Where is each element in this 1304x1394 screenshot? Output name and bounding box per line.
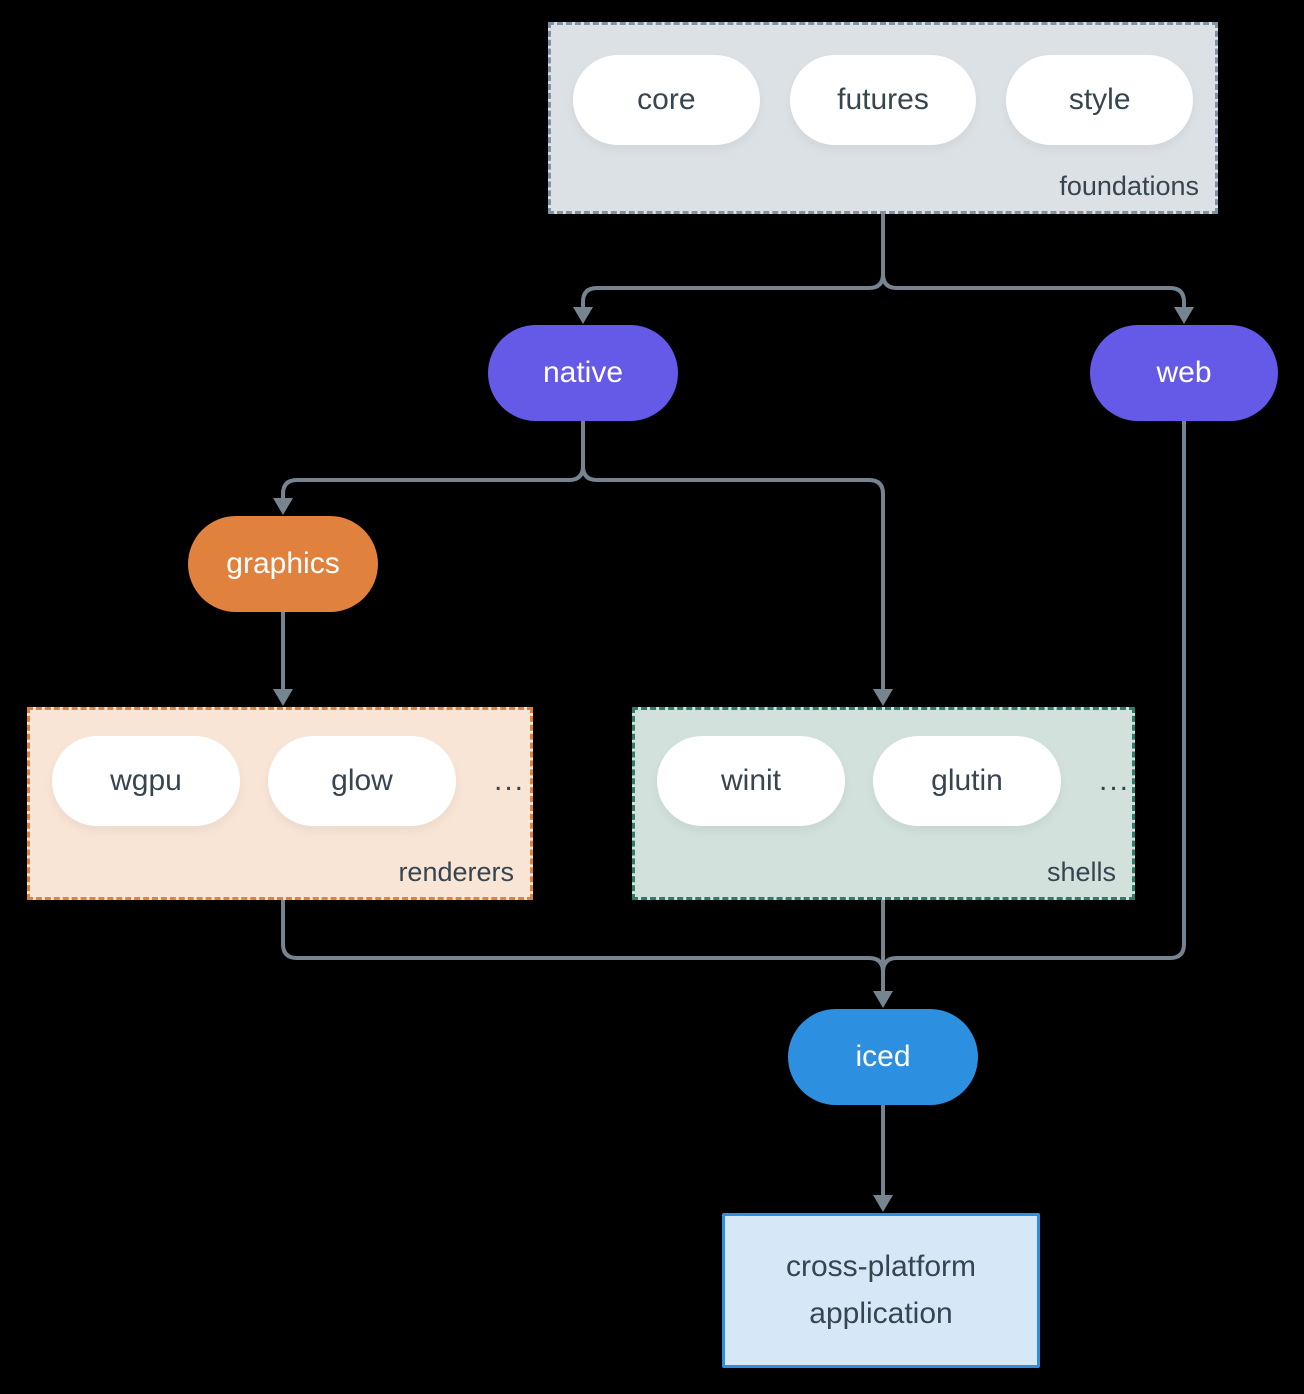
edge-web-iced bbox=[881, 418, 1186, 992]
arrowhead-renderers bbox=[273, 689, 293, 706]
edge-native-graphics bbox=[281, 418, 585, 500]
edge-renderers-iced bbox=[281, 898, 885, 992]
arrowhead-native bbox=[573, 307, 593, 324]
shells-ellipsis: ... bbox=[1099, 764, 1131, 797]
arrowhead-app bbox=[873, 1195, 893, 1212]
pill-glutin: glutin bbox=[873, 736, 1061, 826]
arrowhead-web bbox=[1174, 307, 1194, 324]
pill-wgpu: wgpu bbox=[52, 736, 240, 826]
group-renderers: wgpu glow ... renderers bbox=[27, 707, 533, 900]
group-label-shells: shells bbox=[1046, 857, 1116, 887]
arrowhead-graphics bbox=[273, 498, 293, 515]
node-iced: iced bbox=[788, 1009, 978, 1105]
node-cross-platform-application: cross-platform application bbox=[722, 1213, 1040, 1368]
node-graphics: graphics bbox=[188, 516, 378, 612]
group-label-foundations: foundations bbox=[1059, 171, 1199, 201]
pill-winit: winit bbox=[657, 736, 845, 826]
renderers-row: wgpu glow ... bbox=[30, 710, 530, 826]
arrowhead-iced bbox=[873, 991, 893, 1008]
edge-foundations-native bbox=[581, 213, 885, 308]
shells-row: winit glutin ... bbox=[635, 710, 1132, 826]
node-native: native bbox=[488, 325, 678, 421]
group-foundations: core futures style foundations bbox=[548, 22, 1218, 214]
app-label: cross-platform application bbox=[785, 1250, 977, 1330]
group-shells: winit glutin ... shells bbox=[632, 707, 1135, 900]
group-label-renderers: renderers bbox=[398, 857, 514, 887]
arrowhead-shells bbox=[873, 689, 893, 706]
edge-foundations-web bbox=[881, 213, 1186, 308]
foundations-row: core futures style bbox=[551, 25, 1215, 145]
pill-core: core bbox=[573, 55, 760, 145]
pill-style: style bbox=[1006, 55, 1194, 145]
renderers-ellipsis: ... bbox=[494, 764, 526, 797]
edge-native-shells bbox=[581, 418, 885, 690]
pill-glow: glow bbox=[268, 736, 456, 826]
node-web: web bbox=[1090, 325, 1278, 421]
pill-futures: futures bbox=[789, 55, 977, 145]
